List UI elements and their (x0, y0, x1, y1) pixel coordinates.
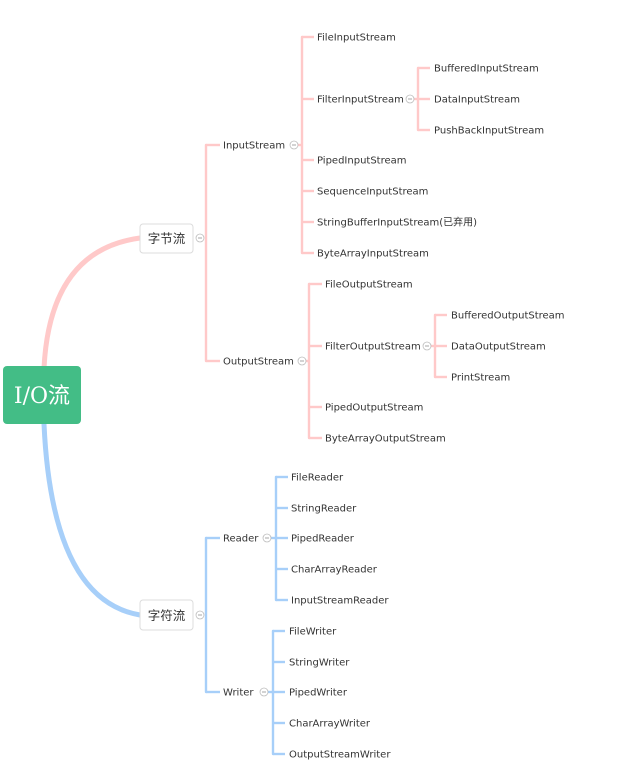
outputstream-node[interactable]: OutputStream (223, 357, 294, 368)
class-pipedwriter[interactable]: PipedWriter (289, 688, 348, 699)
filterinputstream-collapse-icon[interactable] (405, 94, 415, 104)
class-printstream[interactable]: PrintStream (451, 373, 510, 384)
class-fileoutputstream[interactable]: FileOutputStream (325, 280, 413, 291)
class-filewriter[interactable]: FileWriter (289, 627, 337, 638)
class-stringwriter[interactable]: StringWriter (289, 658, 350, 669)
class-pipedoutputstream[interactable]: PipedOutputStream (325, 403, 423, 414)
class-filterinputstream[interactable]: FilterInputStream (317, 95, 404, 106)
char-stream-branch-line (41, 421, 143, 618)
class-filteroutputstream[interactable]: FilterOutputStream (325, 342, 421, 353)
inputstream-node[interactable]: InputStream (223, 141, 285, 152)
char-stream-collapse-icon[interactable] (195, 610, 205, 620)
char-stream-node[interactable]: 字符流 (139, 599, 194, 631)
writer-node[interactable]: Writer (223, 688, 254, 699)
class-bytearrayoutputstream[interactable]: ByteArrayOutputStream (325, 434, 446, 445)
char-stream-label: 字符流 (148, 608, 186, 623)
class-bufferedoutputstream[interactable]: BufferedOutputStream (451, 311, 565, 322)
class-bufferedinputstream[interactable]: BufferedInputStream (434, 64, 539, 75)
class-inputstreamreader[interactable]: InputStreamReader (291, 596, 389, 607)
reader-node[interactable]: Reader (223, 534, 259, 545)
byte-stream-collapse-icon[interactable] (195, 233, 205, 243)
class-pipedinputstream[interactable]: PipedInputStream (317, 156, 407, 167)
class-stringreader[interactable]: StringReader (291, 504, 357, 515)
outputstream-collapse-icon[interactable] (297, 356, 307, 366)
class-pushbackinputstream[interactable]: PushBackInputStream (434, 126, 544, 137)
inputstream-collapse-icon[interactable] (289, 140, 299, 150)
class-chararraywriter[interactable]: CharArrayWriter (289, 719, 371, 730)
class-sequenceinputstream[interactable]: SequenceInputStream (317, 187, 428, 198)
class-fileinputstream[interactable]: FileInputStream (317, 33, 396, 44)
reader-collapse-icon[interactable] (262, 533, 272, 543)
class-chararrayreader[interactable]: CharArrayReader (291, 565, 378, 576)
root-label: I/O流 (14, 384, 70, 409)
class-outputstreamwriter[interactable]: OutputStreamWriter (289, 750, 391, 761)
writer-collapse-icon[interactable] (259, 687, 269, 697)
byte-stream-branch-line (41, 235, 143, 371)
class-filereader[interactable]: FileReader (291, 473, 344, 484)
class-dataoutputstream[interactable]: DataOutputStream (451, 342, 546, 353)
class-stringbufferinputstream[interactable]: StringBufferInputStream(已弃用) (317, 216, 477, 229)
byte-stream-label: 字节流 (148, 231, 186, 246)
class-pipedreader[interactable]: PipedReader (291, 534, 355, 545)
filteroutputstream-collapse-icon[interactable] (422, 341, 432, 351)
root-node[interactable]: I/O流 (3, 366, 81, 424)
class-bytearrayinputstream[interactable]: ByteArrayInputStream (317, 249, 429, 260)
class-datainputstream[interactable]: DataInputStream (434, 95, 520, 106)
byte-stream-node[interactable]: 字节流 (139, 223, 194, 254)
